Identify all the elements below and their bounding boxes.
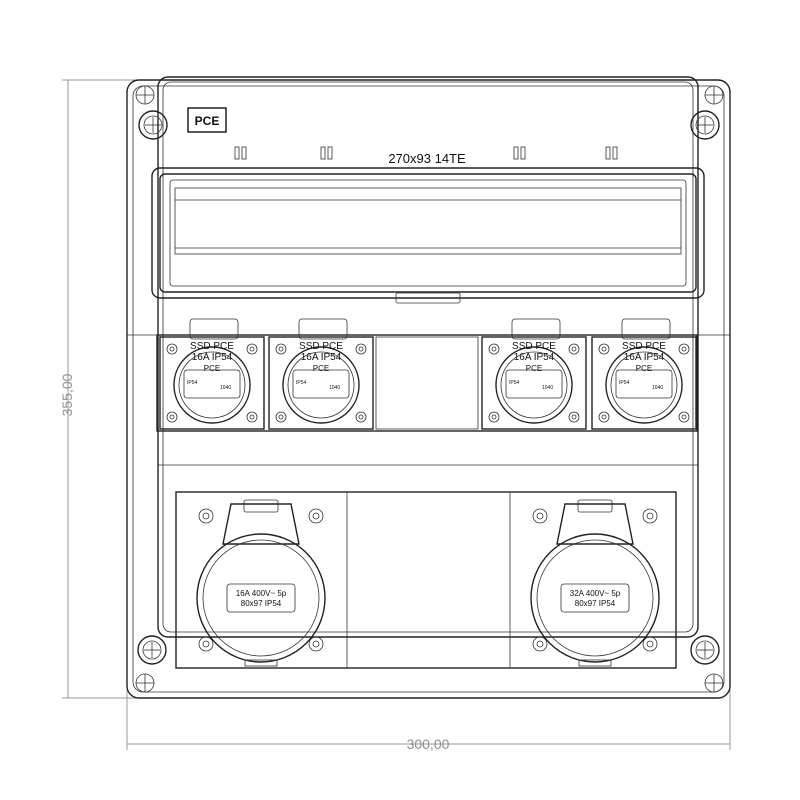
- socket-brand: PCE: [204, 364, 220, 373]
- height-dimension-label: 355,00: [59, 373, 75, 416]
- socket-small-left: IP54: [509, 380, 520, 386]
- socket-brand: PCE: [313, 364, 329, 373]
- socket-small-left: IP54: [187, 380, 198, 386]
- pce-logo: PCE: [187, 107, 227, 133]
- socket-small-right: 1040: [542, 385, 553, 391]
- screw-icon: [488, 343, 500, 355]
- screw-icon: [598, 411, 610, 423]
- screw-icon: [166, 411, 178, 423]
- screw-icon: [355, 343, 367, 355]
- width-dimension-label: 300,00: [407, 736, 450, 752]
- screw-icon: [308, 636, 324, 652]
- socket-brand: PCE: [636, 364, 652, 373]
- screw-icon: [532, 636, 548, 652]
- screw-icon: [198, 636, 214, 652]
- small-sockets-panel: [156, 334, 698, 432]
- screw-icon: [690, 85, 724, 140]
- socket-label-line2: 16A IP54: [514, 352, 555, 363]
- screw-icon: [275, 411, 287, 423]
- din-rail-label: 270x93 14TE: [388, 151, 466, 166]
- socket-label-line1: SSD PCE: [299, 341, 343, 352]
- socket-brand: PCE: [526, 364, 542, 373]
- socket-label-line1: SSD PCE: [512, 341, 556, 352]
- socket-small-left: IP54: [619, 380, 630, 386]
- large-socket-label-line2: 80x97 IP54: [575, 599, 616, 608]
- socket-label-line1: SSD PCE: [622, 341, 666, 352]
- width-dimension: 300,00: [126, 690, 731, 752]
- screw-icon: [198, 508, 214, 524]
- screw-icon: [690, 635, 724, 693]
- screw-icon: [135, 635, 167, 693]
- screw-icon: [246, 411, 258, 423]
- screw-icon: [568, 343, 580, 355]
- hinge-clips: [234, 146, 618, 160]
- screw-icon: [642, 508, 658, 524]
- screw-icon: [532, 508, 548, 524]
- large-socket-label-line1: 32A 400V~ 5p: [570, 589, 621, 598]
- large-sockets-panel: [175, 491, 677, 669]
- screw-icon: [135, 85, 168, 140]
- socket-small-right: 1040: [220, 385, 231, 391]
- screw-icon: [308, 508, 324, 524]
- enclosure: [126, 76, 731, 699]
- screw-icon: [678, 411, 690, 423]
- socket-label-line1: SSD PCE: [190, 341, 234, 352]
- screw-icon: [246, 343, 258, 355]
- screw-icon: [488, 411, 500, 423]
- screw-icon: [598, 343, 610, 355]
- socket-small-right: 1040: [652, 385, 663, 391]
- svg-text:PCE: PCE: [195, 114, 220, 128]
- din-rail-window[interactable]: [151, 167, 705, 304]
- screw-icon: [355, 411, 367, 423]
- screw-icon: [166, 343, 178, 355]
- height-dimension: 355,00: [59, 79, 140, 699]
- socket-small-right: 1040: [329, 385, 340, 391]
- large-socket-label-line1: 16A 400V~ 5p: [236, 589, 287, 598]
- corner-screws: [135, 85, 724, 693]
- socket-small-left: IP54: [296, 380, 307, 386]
- screw-icon: [275, 343, 287, 355]
- screw-icon: [642, 636, 658, 652]
- screw-icon: [678, 343, 690, 355]
- socket-label-line2: 16A IP54: [301, 352, 342, 363]
- screw-icon: [568, 411, 580, 423]
- large-socket-label-line2: 80x97 IP54: [241, 599, 282, 608]
- socket-label-line2: 16A IP54: [192, 352, 233, 363]
- socket-label-line2: 16A IP54: [624, 352, 665, 363]
